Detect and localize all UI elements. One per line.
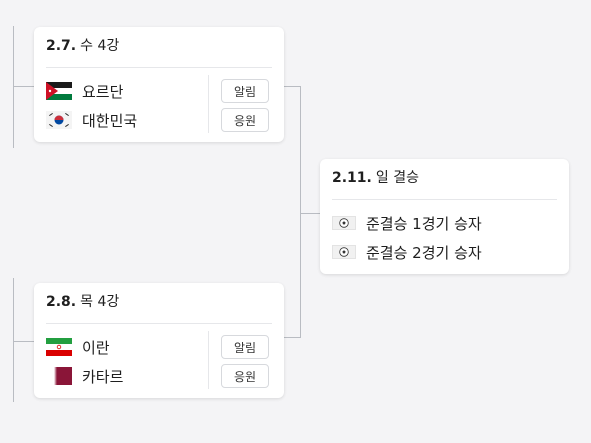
connector-left-top-horizontal	[13, 86, 34, 87]
connector-semis-vertical	[300, 86, 301, 338]
team-name: 준결승 1경기 승자	[366, 214, 482, 233]
team-name: 카타르	[82, 367, 124, 386]
match-header: 2.8.목 4강	[46, 293, 119, 311]
action-divider	[208, 75, 209, 133]
connector-qf2-out	[284, 337, 300, 338]
match-date: 2.7.	[46, 38, 77, 54]
team-row-qatar[interactable]: 카타르	[46, 364, 123, 388]
match-date: 2.8.	[46, 294, 77, 310]
match-title: 일 결승	[375, 170, 419, 186]
korea-flag-icon	[46, 111, 72, 129]
match-date: 2.11.	[332, 170, 372, 186]
cheer-button[interactable]: 응원	[221, 108, 269, 132]
action-divider	[208, 331, 209, 389]
connector-left-top-vertical	[13, 26, 14, 148]
soccer-ball-icon	[332, 216, 356, 230]
match-title: 목 4강	[80, 294, 120, 310]
team-row-semi1-winner[interactable]: 준결승 1경기 승자	[332, 211, 482, 235]
cheer-button[interactable]: 응원	[221, 364, 269, 388]
team-row-korea[interactable]: 대한민국	[46, 108, 137, 132]
card-divider	[46, 67, 272, 68]
connector-left-bottom-vertical	[13, 278, 14, 402]
team-row-jordan[interactable]: 요르단	[46, 79, 123, 103]
team-name: 이란	[82, 338, 110, 357]
match-header: 2.7.수 4강	[46, 37, 119, 55]
match-card-final: 2.11.일 결승 준결승 1경기 승자 준결승 2경기 승자	[320, 159, 569, 274]
team-row-semi2-winner[interactable]: 준결승 2경기 승자	[332, 240, 482, 264]
iran-flag-icon	[46, 338, 72, 356]
connector-left-bottom-horizontal	[13, 341, 34, 342]
notify-button[interactable]: 알림	[221, 335, 269, 359]
card-divider	[46, 323, 272, 324]
card-divider	[332, 199, 557, 200]
connector-final-in	[300, 213, 320, 214]
team-row-iran[interactable]: 이란	[46, 335, 110, 359]
team-name: 대한민국	[82, 111, 138, 130]
match-title: 수 4강	[80, 38, 120, 54]
team-name: 준결승 2경기 승자	[366, 243, 482, 262]
qatar-flag-icon	[46, 367, 72, 385]
match-card-qf2: 2.8.목 4강 이란 카타르 알림 응원	[34, 283, 284, 398]
team-name: 요르단	[82, 82, 124, 101]
match-card-qf1: 2.7.수 4강 요르단 대한민국	[34, 27, 284, 142]
soccer-ball-icon	[332, 245, 356, 259]
notify-button[interactable]: 알림	[221, 79, 269, 103]
connector-qf1-out	[284, 86, 300, 87]
match-header: 2.11.일 결승	[332, 169, 419, 187]
jordan-flag-icon	[46, 82, 72, 100]
